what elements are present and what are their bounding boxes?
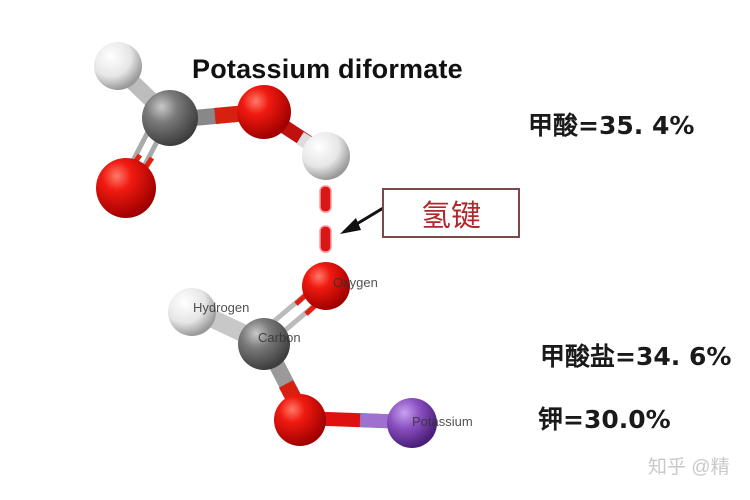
oxygen-atom (302, 262, 350, 310)
potassium-percentage: 钾=30.0% (538, 405, 671, 434)
oxygen-atom (274, 394, 326, 446)
hydrogen-atom (168, 288, 216, 336)
hydrogen-bond-dashes (319, 185, 332, 253)
potassium-atom-label: Potassium (412, 414, 473, 429)
formate-percentage: 甲酸盐=34. 6% (540, 342, 732, 371)
potassium-formate-molecule (168, 262, 437, 448)
carbon-atom (238, 318, 290, 370)
formic-acid-percentage: 甲酸=35. 4% (528, 111, 695, 140)
carbon-atom-label: Carbon (258, 330, 301, 345)
hydrogen-atom (302, 132, 350, 180)
formic-acid-molecule (94, 42, 350, 218)
oxygen-atom (237, 85, 291, 139)
oxygen-atom (96, 158, 156, 218)
hydrogen-atom (94, 42, 142, 90)
hydrogen-atom-label: Hydrogen (193, 300, 250, 315)
oxygen-atom-label: Oxygen (333, 275, 378, 290)
hydrogen-bond-callout: 氢键 (382, 188, 520, 238)
potassium-atom (387, 398, 437, 448)
watermark: 知乎 @精 (648, 457, 730, 478)
hydrogen-bond-label: 氢键 (421, 199, 481, 234)
carbon-atom (142, 90, 198, 146)
diagram-title: Potassium diformate (192, 54, 463, 84)
